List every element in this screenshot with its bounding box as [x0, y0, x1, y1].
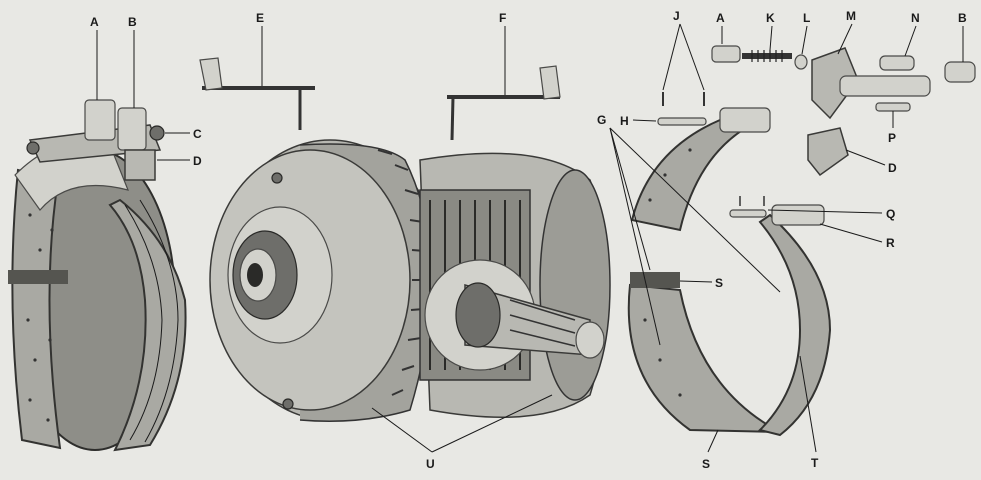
rod-f-hook [450, 96, 455, 141]
second-drum-rim [539, 169, 611, 401]
leader-k [769, 25, 773, 51]
label-d-right: D [888, 161, 897, 175]
leader-m [837, 23, 853, 55]
label-p: P [888, 131, 896, 145]
part-l-washer [794, 54, 808, 70]
label-r: R [886, 236, 895, 250]
label-n: N [911, 11, 920, 25]
rod-f-tab [539, 65, 561, 100]
leader-s-lower [707, 429, 719, 453]
label-s-lower: S [702, 457, 710, 471]
right-band-anchor-r [771, 204, 825, 226]
left-anchor-bracket-b [117, 107, 147, 151]
label-t: T [811, 456, 819, 470]
left-bolt-c [149, 125, 165, 141]
part-a-eye [711, 45, 741, 63]
gear-drum-assembly [419, 152, 611, 418]
label-f: F [499, 11, 506, 25]
label-l: L [803, 11, 810, 25]
leader-s-upper [679, 280, 713, 283]
part-q-pin [729, 209, 767, 218]
left-band-split-gap [8, 270, 68, 284]
leader-j-2 [679, 23, 705, 91]
right-band-anchor-top [719, 107, 771, 133]
left-lever-pin [26, 141, 40, 155]
part-n-nut [879, 55, 915, 71]
left-link-d [124, 149, 156, 181]
label-u: U [426, 457, 435, 471]
leader-u-2 [431, 394, 553, 453]
leader-g-1 [609, 127, 651, 271]
label-b-left: B [128, 15, 137, 29]
part-k-threads [751, 50, 783, 62]
label-a-right: A [716, 11, 725, 25]
right-band-split-s [630, 272, 680, 288]
small-parts [657, 45, 976, 218]
shaft-splines [509, 299, 576, 347]
left-band-left-segment [11, 168, 62, 450]
leader-r [819, 223, 883, 243]
rod-e-tab [199, 57, 223, 91]
drum-bore [247, 263, 263, 287]
part-p-pin [875, 102, 911, 112]
left-anchor-bracket-a [84, 99, 116, 141]
shaft-end [575, 321, 605, 359]
leader-l [801, 25, 808, 55]
right-band-right-segment [758, 213, 832, 437]
part-d-link [807, 127, 849, 177]
part-b-clevis [944, 61, 976, 83]
leader-t [799, 355, 817, 453]
leader-lines [96, 23, 964, 453]
drum-bolt-top [271, 172, 283, 184]
leader-q [767, 209, 883, 214]
label-e: E [256, 11, 264, 25]
label-s-upper: S [715, 276, 723, 290]
rod-e [199, 57, 315, 130]
left-band-rib-1 [124, 204, 163, 441]
label-b-right: B [958, 11, 967, 25]
callout-labels: A B C D E F G H J A K L M N B P D Q R S … [90, 9, 967, 471]
label-c: C [193, 127, 202, 141]
left-band-right-segment [108, 198, 187, 452]
label-m: M [846, 9, 856, 23]
label-j: J [673, 9, 680, 23]
label-q: Q [886, 207, 895, 221]
left-band-rivets [26, 213, 54, 422]
label-h: H [620, 114, 629, 128]
label-d-left: D [193, 154, 202, 168]
shaft-collar [455, 282, 501, 348]
label-a-left: A [90, 15, 99, 29]
right-band-rivets [643, 148, 692, 397]
leader-j-1 [662, 23, 681, 91]
left-band-rib-2 [139, 199, 179, 443]
right-brake-band [627, 107, 832, 437]
leader-h [632, 119, 657, 122]
leader-d-right [845, 149, 886, 166]
label-k: K [766, 11, 775, 25]
rod-f [447, 65, 561, 141]
part-m-pin [839, 75, 931, 97]
leader-n [904, 25, 917, 57]
leader-g-3 [609, 127, 781, 293]
brake-drum [209, 139, 446, 422]
part-h-pin [657, 117, 707, 126]
leader-u-1 [371, 407, 433, 453]
left-brake-band-assembly [8, 99, 187, 452]
label-g: G [597, 113, 606, 127]
drum-bolt-bottom [282, 398, 294, 410]
leader-g-2 [609, 127, 661, 346]
